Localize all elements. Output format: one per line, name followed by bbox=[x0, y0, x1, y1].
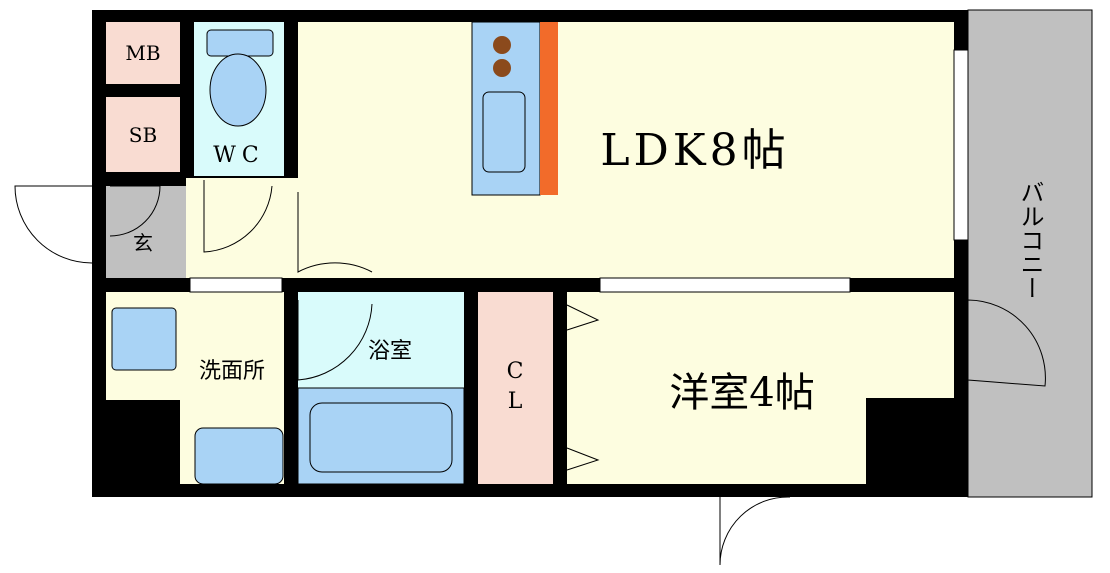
window bbox=[599, 277, 851, 293]
label-mb: MB bbox=[125, 41, 160, 65]
room-door bbox=[719, 496, 791, 566]
window bbox=[189, 277, 283, 293]
door-swings bbox=[14, 180, 1046, 566]
door bbox=[109, 185, 161, 237]
label-cl-c: C bbox=[507, 359, 524, 384]
stove-burner-icon bbox=[493, 36, 511, 54]
closet bbox=[478, 292, 553, 484]
ldk-room bbox=[298, 22, 954, 278]
toilet-tank-icon bbox=[206, 29, 274, 57]
label-yokushitsu: 浴室 bbox=[368, 339, 412, 364]
label-genkan: 玄 bbox=[133, 231, 153, 255]
mb-room bbox=[106, 22, 180, 84]
sink-icon bbox=[482, 91, 526, 173]
label-yoshitsu: 洋室4帖 bbox=[669, 370, 814, 416]
toilet-bowl-icon bbox=[209, 53, 267, 127]
washbasin-icon bbox=[194, 427, 284, 485]
genkan bbox=[106, 186, 186, 278]
stove-burner-icon bbox=[493, 59, 511, 77]
bathtub-icon bbox=[309, 402, 453, 473]
label-balcony: バルコニー bbox=[1016, 180, 1044, 300]
washer-icon bbox=[111, 307, 177, 371]
window bbox=[953, 49, 969, 241]
balcony-door bbox=[967, 299, 1046, 387]
ldk-door bbox=[297, 192, 373, 273]
entrance-door bbox=[14, 185, 93, 264]
bath-door bbox=[297, 300, 373, 381]
hall bbox=[186, 178, 298, 278]
label-sb: SB bbox=[129, 123, 157, 147]
balcony bbox=[967, 9, 1093, 498]
pillar bbox=[106, 400, 180, 484]
counter-strip bbox=[540, 22, 558, 195]
closet-door bbox=[566, 304, 600, 331]
label-ldk: LDK8帖 bbox=[600, 125, 789, 176]
label-senmenjo: 洗面所 bbox=[199, 359, 265, 384]
wc-door bbox=[203, 180, 273, 253]
closet-door bbox=[566, 447, 600, 471]
pillar bbox=[866, 398, 954, 484]
label-wc: WC bbox=[213, 143, 264, 168]
label-cl-l: L bbox=[508, 389, 523, 414]
sb-room bbox=[106, 97, 180, 172]
